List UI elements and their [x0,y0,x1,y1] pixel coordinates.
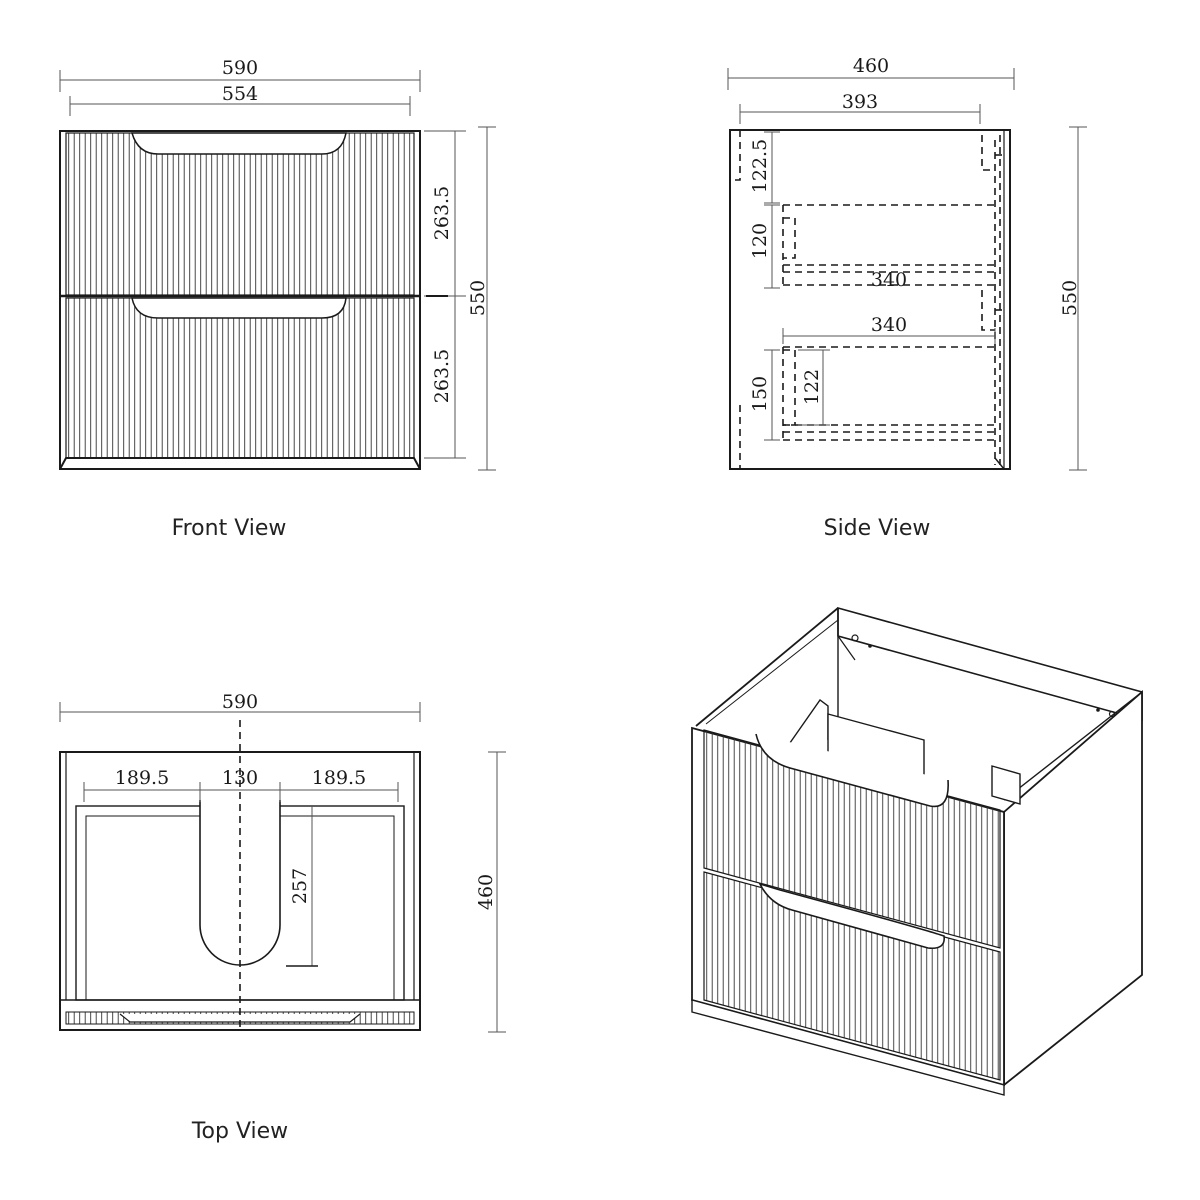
side-lower-outer-height-label: 150 [749,376,771,412]
side-view-caption: Side View [824,516,931,541]
front-overall-height-dimension: 550 [467,126,496,471]
front-bottom-handle [131,297,347,319]
side-upper-gap-label: 122.5 [749,139,771,193]
top-cutout-width-label: 130 [222,767,258,789]
side-upper-drawer-height-dimension: 120 [749,204,780,289]
front-overall-height-label: 550 [467,280,489,316]
side-lower-drawer-depth-label: 340 [871,314,907,336]
front-top-drawer-height-label: 263.5 [431,186,453,240]
top-cabinet-outline [59,751,421,1031]
side-lower-drawer-depth-dimension: 340 [782,314,996,344]
top-left-offset-label: 189.5 [115,767,169,789]
top-width-dimension: 590 [59,691,421,722]
side-overall-height-dimension: 550 [1059,126,1087,471]
side-upper-drawer-depth-label: 340 [871,269,907,291]
top-cutout-depth-label: 257 [289,868,311,904]
isometric-bottom-handle [758,882,945,950]
side-overall-height-label: 550 [1059,280,1081,316]
side-lower-inner-height-dimension: 122 [798,349,830,426]
side-view: 460 393 [727,55,1087,541]
side-upper-drawer-height-label: 120 [749,223,771,259]
side-overall-depth-label: 460 [853,55,889,77]
front-inner-width-dimension: 554 [69,83,411,116]
front-overall-width-label: 590 [222,57,258,79]
front-top-handle [131,132,347,155]
front-top-drawer [65,132,415,296]
front-view: 590 554 263.5 263.5 [59,57,496,541]
side-lower-inner-height-label: 122 [801,369,823,405]
side-lower-outer-height-dimension: 150 [749,349,780,441]
top-view: 590 189.5 130 189.5 257 [59,691,506,1144]
top-view-caption: Top View [191,1119,288,1144]
top-right-offset-label: 189.5 [312,767,366,789]
top-offset-dimensions: 189.5 130 189.5 [83,767,399,802]
isometric-view [691,606,1143,1096]
front-width-dimension: 590 [59,57,421,92]
front-inner-width-label: 554 [222,83,258,105]
front-drawer-height-dimensions: 263.5 263.5 [424,130,466,459]
front-bottom-drawer [65,297,415,459]
top-depth-dimension: 460 [475,751,506,1033]
top-overall-depth-label: 460 [475,874,497,910]
front-view-caption: Front View [172,516,287,541]
side-depth-dimension: 460 [727,55,1015,90]
side-inner-depth-dimension: 393 [739,91,981,124]
front-bottom-drawer-height-label: 263.5 [431,349,453,403]
top-cutout-depth-dimension: 257 [286,806,318,967]
top-overall-width-label: 590 [222,691,258,713]
side-cabinet-outline [729,129,1011,470]
side-upper-gap-dimension: 122.5 [749,131,780,204]
isometric-top-handle [755,733,949,808]
front-cabinet-outline [59,130,421,470]
side-inner-depth-label: 393 [842,91,878,113]
